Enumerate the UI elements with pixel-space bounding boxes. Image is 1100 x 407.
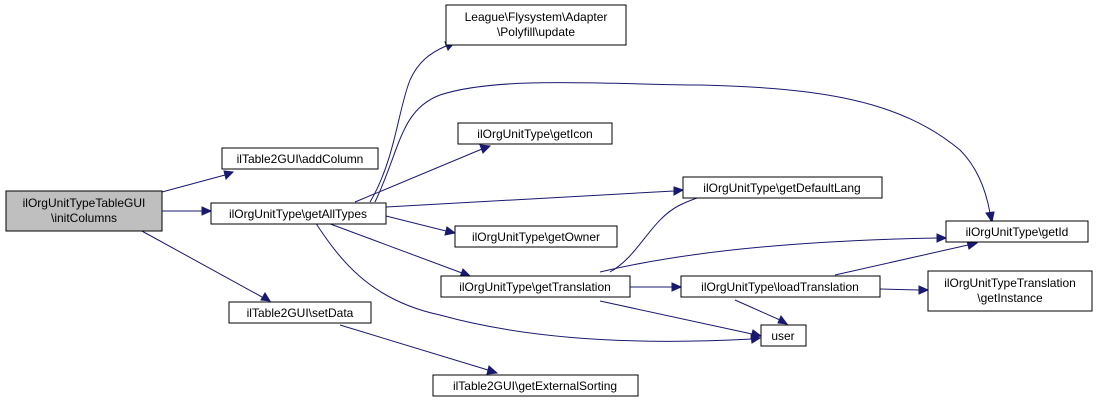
edge-get-translation-to-get-id xyxy=(599,237,938,273)
node-load-translation[interactable]: ilOrgUnitType\loadTranslation xyxy=(680,275,881,298)
node-label: ilOrgUnitType\loadTranslation xyxy=(701,280,859,294)
node-label: ilTable2GUI\addColumn xyxy=(237,152,364,166)
node-label: user xyxy=(771,329,794,343)
node-label: ilOrgUnitTypeTableGUI xyxy=(23,196,146,210)
edge-get-translation-to-user xyxy=(599,300,753,335)
edge-load-translation-to-user xyxy=(734,299,781,321)
node-box xyxy=(210,202,387,225)
node-box xyxy=(454,225,618,248)
node-label: ilOrgUnitTypeTranslation xyxy=(944,276,1076,290)
node-box xyxy=(445,4,627,46)
node-box xyxy=(457,122,613,145)
node-get-default-lang[interactable]: ilOrgUnitType\getDefaultLang xyxy=(682,176,883,199)
node-box xyxy=(5,190,163,232)
node-label: \Polyfill\update xyxy=(497,25,575,39)
node-label: ilOrgUnitType\getTranslation xyxy=(459,280,611,294)
node-adapter-update[interactable]: League\Flysystem\Adapter \Polyfill\updat… xyxy=(445,4,627,46)
edge-get-all-types-to-user xyxy=(314,221,753,342)
node-label: ilTable2GUI\setData xyxy=(247,306,354,320)
edge-load-translation-to-get-id xyxy=(834,244,969,276)
node-get-icon[interactable]: ilOrgUnitType\getIcon xyxy=(457,122,613,145)
node-box xyxy=(680,275,881,298)
node-label: ilOrgUnitType\getOwner xyxy=(472,230,600,244)
arrowhead xyxy=(260,292,271,302)
node-translation-get-instance[interactable]: ilOrgUnitTypeTranslation \getInstance xyxy=(927,270,1093,312)
edge-get-translation-to-get-default-lang xyxy=(609,192,719,273)
arrowhead xyxy=(671,282,683,292)
edge-load-translation-to-get-instance xyxy=(879,288,920,291)
node-get-external-sorting[interactable]: ilTable2GUI\getExternalSorting xyxy=(432,374,639,397)
node-box xyxy=(682,176,883,199)
node-label: \initColumns xyxy=(51,211,117,225)
node-add-column[interactable]: ilTable2GUI\addColumn xyxy=(221,147,379,170)
node-box xyxy=(927,270,1093,312)
edge-get-all-types-to-adapter-update xyxy=(369,45,447,203)
node-box xyxy=(945,220,1089,243)
node-box xyxy=(221,147,379,170)
node-root[interactable]: ilOrgUnitTypeTableGUI \initColumns xyxy=(5,190,163,232)
node-label: ilOrgUnitType\getIcon xyxy=(477,127,592,141)
edge-get-all-types-to-get-translation xyxy=(324,221,463,274)
node-box xyxy=(228,301,372,324)
node-box xyxy=(760,324,807,347)
arrowhead xyxy=(936,233,948,243)
node-label: ilOrgUnitType\getDefaultLang xyxy=(703,181,860,195)
arrowhead xyxy=(486,365,499,375)
arrowhead xyxy=(444,226,457,236)
node-label: League\Flysystem\Adapter xyxy=(465,10,608,24)
node-set-data[interactable]: ilTable2GUI\setData xyxy=(228,301,372,324)
edge-get-all-types-to-get-owner xyxy=(385,215,447,232)
node-user[interactable]: user xyxy=(760,324,807,347)
node-box xyxy=(440,275,631,298)
arrowhead xyxy=(201,206,213,216)
node-get-all-types[interactable]: ilOrgUnitType\getAllTypes xyxy=(210,202,387,225)
edge-get-all-types-to-get-default-lang xyxy=(385,190,675,208)
arrowhead xyxy=(777,315,789,325)
node-box xyxy=(432,374,639,397)
node-label: ilTable2GUI\getExternalSorting xyxy=(453,379,617,393)
edge-root-to-set-data xyxy=(139,229,263,298)
edge-set-data-to-get-external-sorting xyxy=(339,324,489,371)
node-get-translation[interactable]: ilOrgUnitType\getTranslation xyxy=(440,275,631,298)
node-get-owner[interactable]: ilOrgUnitType\getOwner xyxy=(454,225,618,248)
arrowhead xyxy=(673,186,685,196)
arrowhead xyxy=(223,170,235,180)
arrowhead xyxy=(918,285,930,295)
edge-get-all-types-to-get-id xyxy=(374,82,991,214)
arrowhead xyxy=(985,211,995,224)
node-label: ilOrgUnitType\getAllTypes xyxy=(229,207,367,221)
edge-get-all-types-to-get-icon xyxy=(354,148,483,203)
node-label: \getInstance xyxy=(977,291,1043,305)
node-label: ilOrgUnitType\getId xyxy=(966,225,1069,239)
arrowhead xyxy=(750,329,763,339)
arrowhead xyxy=(479,144,492,154)
edge-root-to-add-column xyxy=(161,174,226,193)
node-get-id[interactable]: ilOrgUnitType\getId xyxy=(945,220,1089,243)
